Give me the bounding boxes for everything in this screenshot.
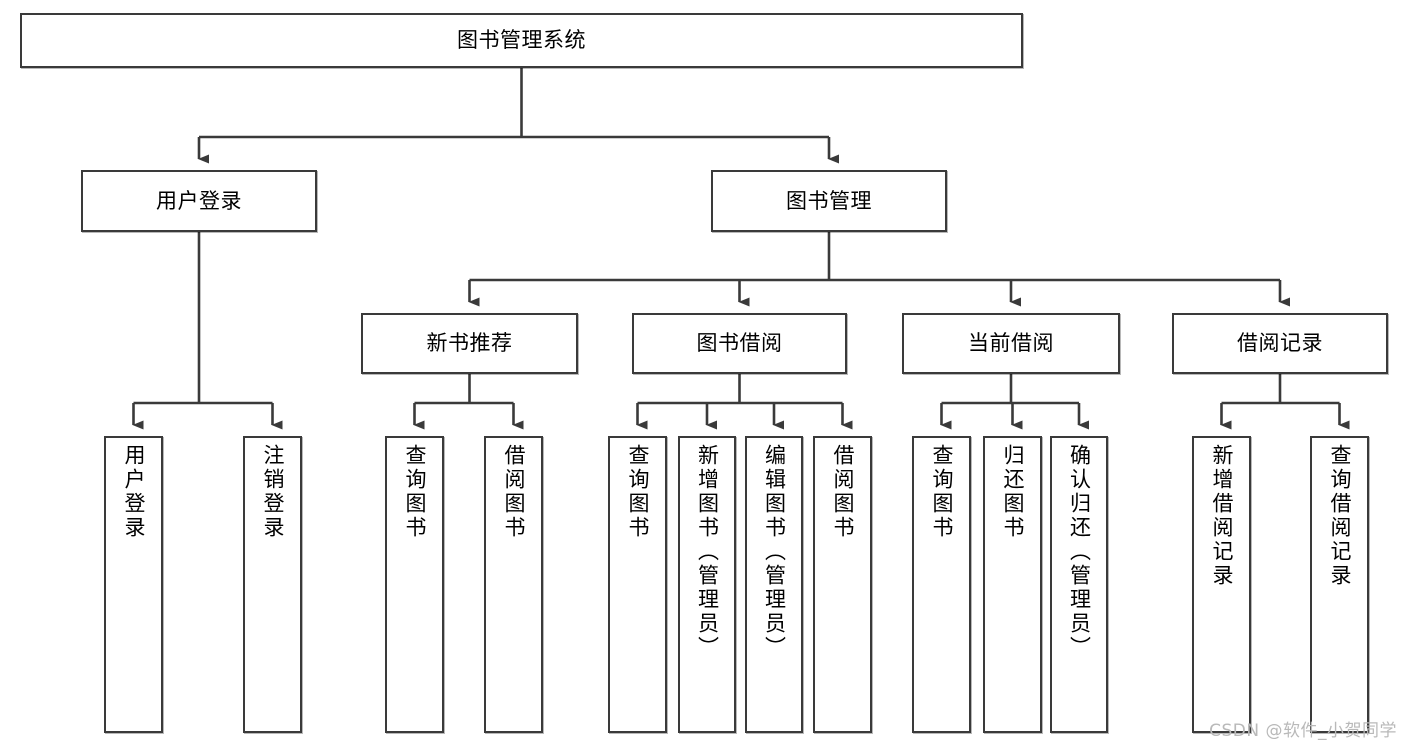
node-label: 新增借阅记录	[1210, 444, 1234, 588]
leaf-add-borrow-record[interactable]: 新增借阅记录	[1192, 436, 1251, 733]
leaf-edit-book-admin[interactable]: 编辑图书（管理员）	[745, 436, 803, 733]
node-book-management[interactable]: 图书管理	[711, 170, 947, 232]
node-label: 借阅记录	[1237, 331, 1323, 356]
leaf-borrow-book[interactable]: 借阅图书	[813, 436, 872, 733]
node-user-login[interactable]: 用户登录	[81, 170, 317, 232]
node-label: 编辑图书（管理员）	[762, 444, 787, 660]
watermark: CSDN @软件_小贺同学	[1209, 721, 1397, 741]
node-new-book-recommendation[interactable]: 新书推荐	[361, 313, 578, 374]
leaf-query-borrow-record[interactable]: 查询借阅记录	[1310, 436, 1369, 733]
node-current-borrow[interactable]: 当前借阅	[902, 313, 1120, 374]
node-label: 查询图书	[930, 444, 954, 540]
node-borrow-record[interactable]: 借阅记录	[1172, 313, 1388, 374]
leaf-logout[interactable]: 注销登录	[243, 436, 302, 733]
node-label: 图书管理	[786, 188, 872, 213]
node-label: 图书管理系统	[457, 28, 586, 53]
node-label: 新增图书（管理员）	[695, 444, 720, 660]
leaf-query-book-current[interactable]: 查询图书	[912, 436, 971, 733]
node-label: 归还图书	[1001, 444, 1025, 540]
node-root[interactable]: 图书管理系统	[20, 13, 1023, 68]
leaf-query-book-borrow[interactable]: 查询图书	[608, 436, 667, 733]
leaf-user-login[interactable]: 用户登录	[104, 436, 163, 733]
node-label: 当前借阅	[968, 331, 1054, 356]
node-label: 确认归还（管理员）	[1067, 444, 1092, 660]
node-label: 注销登录	[261, 444, 285, 540]
node-label: 用户登录	[122, 444, 146, 540]
node-label: 查询借阅记录	[1328, 444, 1352, 588]
node-label: 新书推荐	[426, 331, 513, 356]
node-label: 查询图书	[626, 444, 650, 540]
leaf-add-book-admin[interactable]: 新增图书（管理员）	[678, 436, 736, 733]
node-label: 查询图书	[403, 444, 427, 540]
node-book-borrow[interactable]: 图书借阅	[632, 313, 847, 374]
node-label: 借阅图书	[831, 444, 855, 540]
leaf-confirm-return-admin[interactable]: 确认归还（管理员）	[1050, 436, 1108, 733]
node-label: 用户登录	[156, 188, 242, 213]
node-label: 借阅图书	[502, 444, 526, 540]
leaf-borrow-book-recommendation[interactable]: 借阅图书	[484, 436, 543, 733]
leaf-query-book-recommendation[interactable]: 查询图书	[385, 436, 444, 733]
node-label: 图书借阅	[696, 331, 783, 356]
leaf-return-book[interactable]: 归还图书	[983, 436, 1042, 733]
